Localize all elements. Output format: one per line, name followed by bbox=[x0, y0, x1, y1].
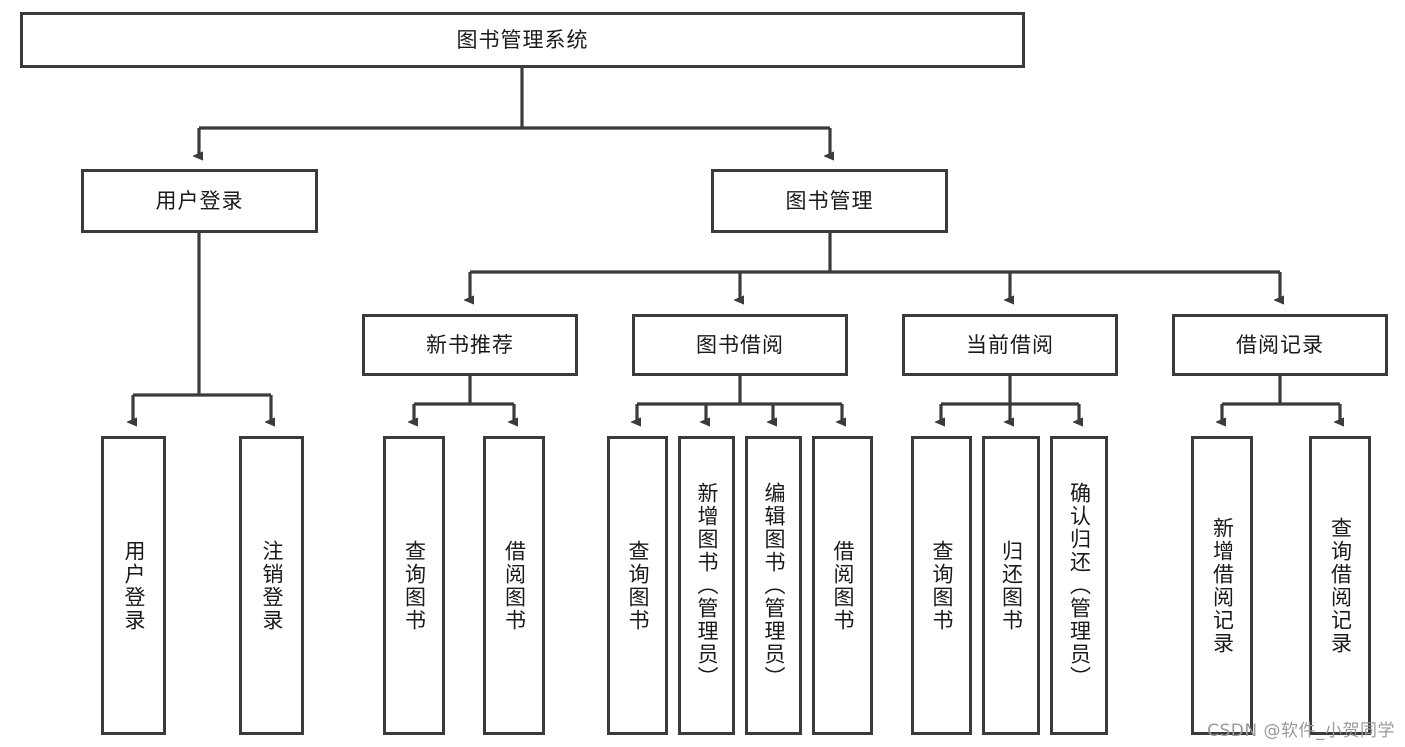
node-label: 新增图书（管理员） bbox=[694, 482, 719, 689]
node-leaf-borrow-query-book[interactable]: 查询图书 bbox=[607, 436, 668, 735]
node-label: 新增借阅记录 bbox=[1210, 516, 1235, 655]
node-current-borrow[interactable]: 当前借阅 bbox=[902, 314, 1118, 376]
node-leaf-borrow-borrow-book[interactable]: 借阅图书 bbox=[812, 436, 873, 735]
node-label: 借阅图书 bbox=[502, 539, 527, 632]
node-book-borrow[interactable]: 图书借阅 bbox=[632, 314, 848, 376]
node-label: 查询图书 bbox=[402, 539, 427, 632]
node-new-book-recommend[interactable]: 新书推荐 bbox=[362, 314, 578, 376]
node-label: 借阅记录 bbox=[1236, 332, 1324, 357]
node-book-management[interactable]: 图书管理 bbox=[711, 169, 948, 233]
node-label: 确认归还（管理员） bbox=[1067, 482, 1092, 689]
node-leaf-borrow-edit-book-admin[interactable]: 编辑图书（管理员） bbox=[745, 436, 802, 735]
node-label: 图书借阅 bbox=[696, 332, 784, 357]
node-label: 用户登录 bbox=[155, 188, 244, 213]
node-borrow-record[interactable]: 借阅记录 bbox=[1172, 314, 1388, 376]
node-label: 查询图书 bbox=[929, 539, 954, 632]
node-label: 注销登录 bbox=[259, 539, 284, 632]
node-user-login[interactable]: 用户登录 bbox=[81, 169, 318, 233]
node-label: 查询借阅记录 bbox=[1328, 516, 1353, 655]
node-leaf-logout[interactable]: 注销登录 bbox=[239, 436, 304, 735]
node-leaf-borrow-add-book-admin[interactable]: 新增图书（管理员） bbox=[678, 436, 735, 735]
node-leaf-current-query-book[interactable]: 查询图书 bbox=[911, 436, 972, 735]
node-label: 当前借阅 bbox=[966, 332, 1054, 357]
node-leaf-record-query-borrow-record[interactable]: 查询借阅记录 bbox=[1309, 436, 1371, 735]
node-leaf-current-confirm-return-admin[interactable]: 确认归还（管理员） bbox=[1050, 436, 1108, 735]
node-label: 新书推荐 bbox=[426, 332, 514, 357]
node-label: 借阅图书 bbox=[830, 539, 855, 632]
node-label: 归还图书 bbox=[999, 539, 1024, 632]
node-leaf-record-add-borrow-record[interactable]: 新增借阅记录 bbox=[1191, 436, 1253, 735]
node-leaf-current-return-book[interactable]: 归还图书 bbox=[982, 436, 1040, 735]
node-leaf-recommend-borrow-book[interactable]: 借阅图书 bbox=[483, 436, 545, 735]
node-label: 查询图书 bbox=[625, 539, 650, 632]
node-label: 图书管理系统 bbox=[456, 27, 589, 52]
node-label: 图书管理 bbox=[785, 188, 874, 213]
node-leaf-user-login[interactable]: 用户登录 bbox=[101, 436, 166, 735]
node-root-book-management-system[interactable]: 图书管理系统 bbox=[20, 12, 1025, 68]
node-label: 用户登录 bbox=[121, 539, 146, 632]
node-label: 编辑图书（管理员） bbox=[761, 482, 786, 689]
watermark-text: CSDN @软件_小贺同学 bbox=[1207, 721, 1395, 741]
node-leaf-recommend-query-book[interactable]: 查询图书 bbox=[383, 436, 445, 735]
